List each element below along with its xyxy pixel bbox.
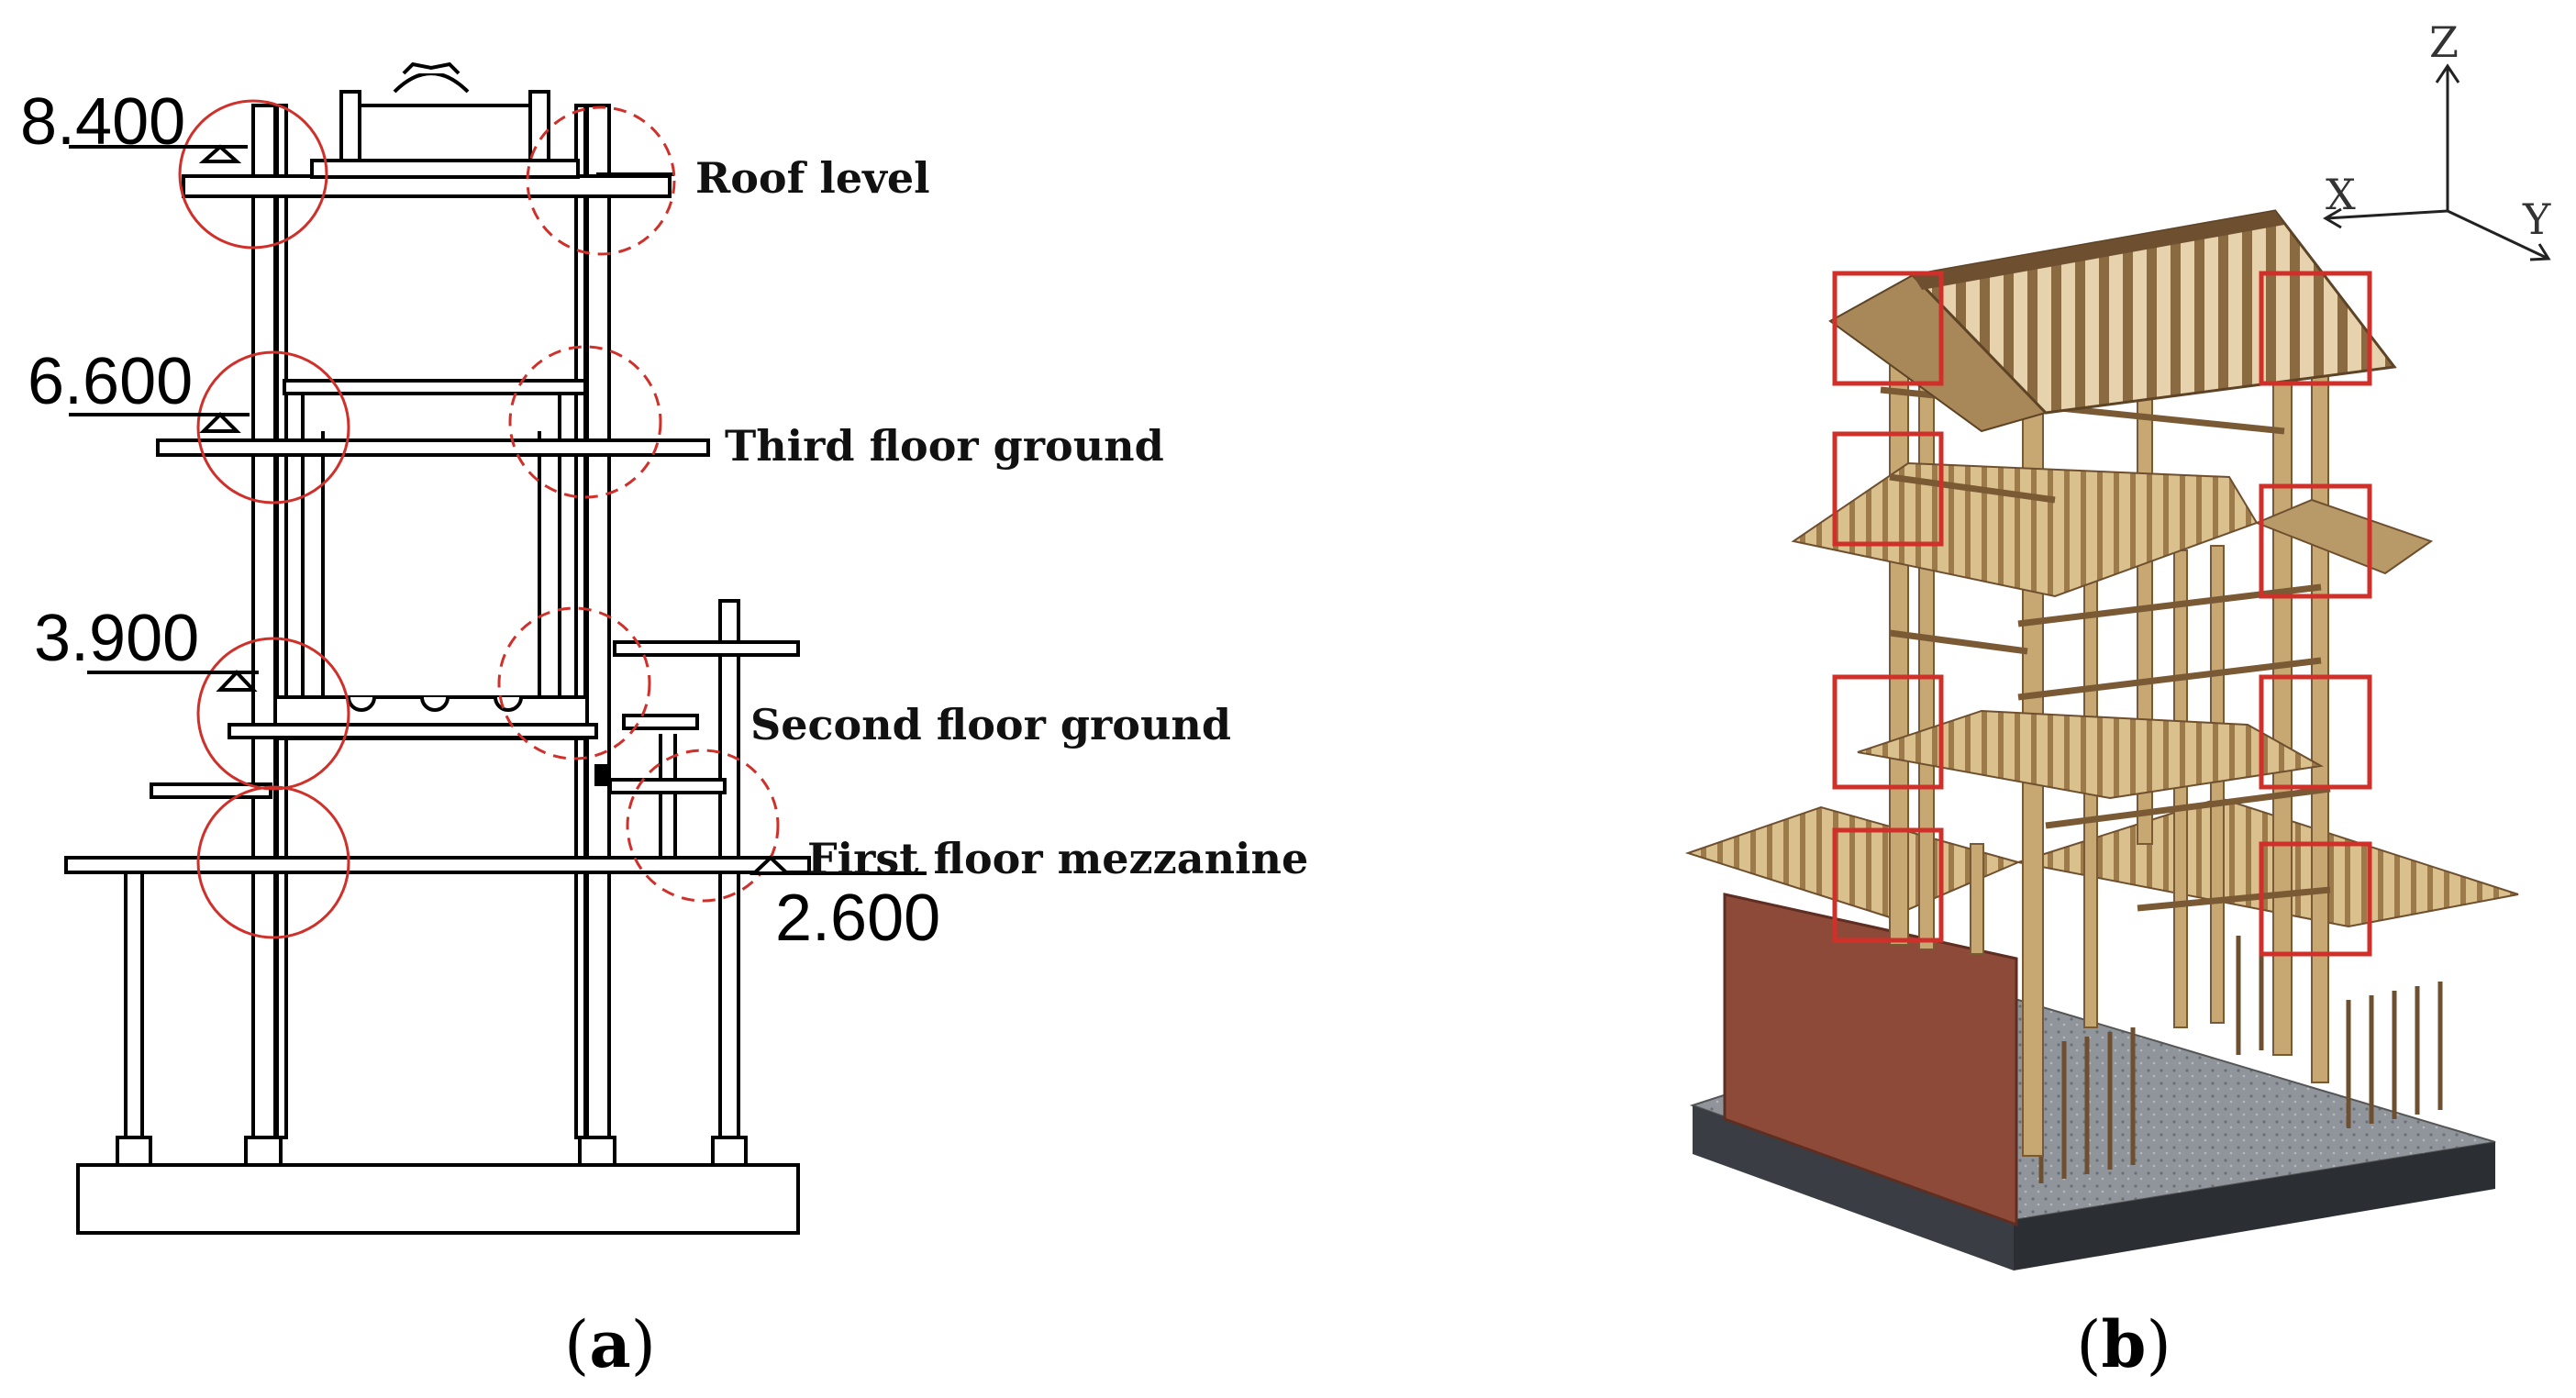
- caption-a-letter: a: [589, 1306, 630, 1382]
- roof-structure: [182, 61, 674, 198]
- third-floor-eave-right: [2254, 498, 2434, 575]
- level-label-third: 6.600: [28, 345, 193, 418]
- mezzanine-structure: [64, 764, 811, 874]
- caption-b-close: ): [2146, 1307, 2171, 1382]
- axis-label-z: Z: [2429, 17, 2459, 67]
- panel-b-3d-model: Z X Y: [1684, 17, 2551, 1270]
- caption-b: (b): [2076, 1306, 2171, 1382]
- second-floor-deck: [1857, 709, 2325, 800]
- caption-a: (a): [564, 1306, 656, 1382]
- highlight-circles-dashed: [497, 105, 780, 903]
- caption-b-letter: b: [2102, 1306, 2147, 1382]
- base-plinth-side-left: [1693, 1105, 2014, 1270]
- caption-a-close: ): [631, 1307, 656, 1382]
- third-floor-structure: [156, 379, 710, 457]
- coordinate-axes: [2323, 63, 2551, 261]
- level-label-mezzanine: 2.600: [775, 882, 940, 955]
- axis-label-y: Y: [2522, 194, 2551, 244]
- main-columns: [124, 104, 740, 1139]
- roof-ridge: [1913, 211, 2284, 290]
- caption-a-open: (: [564, 1307, 589, 1382]
- foundation-slab: [76, 1163, 800, 1235]
- elevation-markers: [69, 144, 927, 875]
- floor-label-second: Second floor ground: [750, 700, 1231, 749]
- caption-b-open: (: [2076, 1307, 2101, 1382]
- second-floor-structure: [228, 640, 800, 740]
- floor-label-third: Third floor ground: [725, 421, 1164, 471]
- floor-label-roof: Roof level: [695, 153, 930, 203]
- base-plinth-side-right: [2014, 1142, 2495, 1270]
- level-label-second: 3.900: [34, 602, 199, 675]
- third-floor-deck: [1791, 461, 2259, 598]
- axis-label-x: X: [2326, 170, 2356, 219]
- highlight-circles-solid: [178, 99, 350, 939]
- ground-railings: [2038, 926, 2443, 1183]
- level-label-roof: 8.400: [20, 85, 185, 159]
- floor-label-mezzanine: First floor mezzanine: [807, 834, 1308, 883]
- column-footings: [116, 1136, 748, 1167]
- highlight-squares: [1832, 271, 2372, 957]
- panel-a-elevation: [64, 61, 811, 1235]
